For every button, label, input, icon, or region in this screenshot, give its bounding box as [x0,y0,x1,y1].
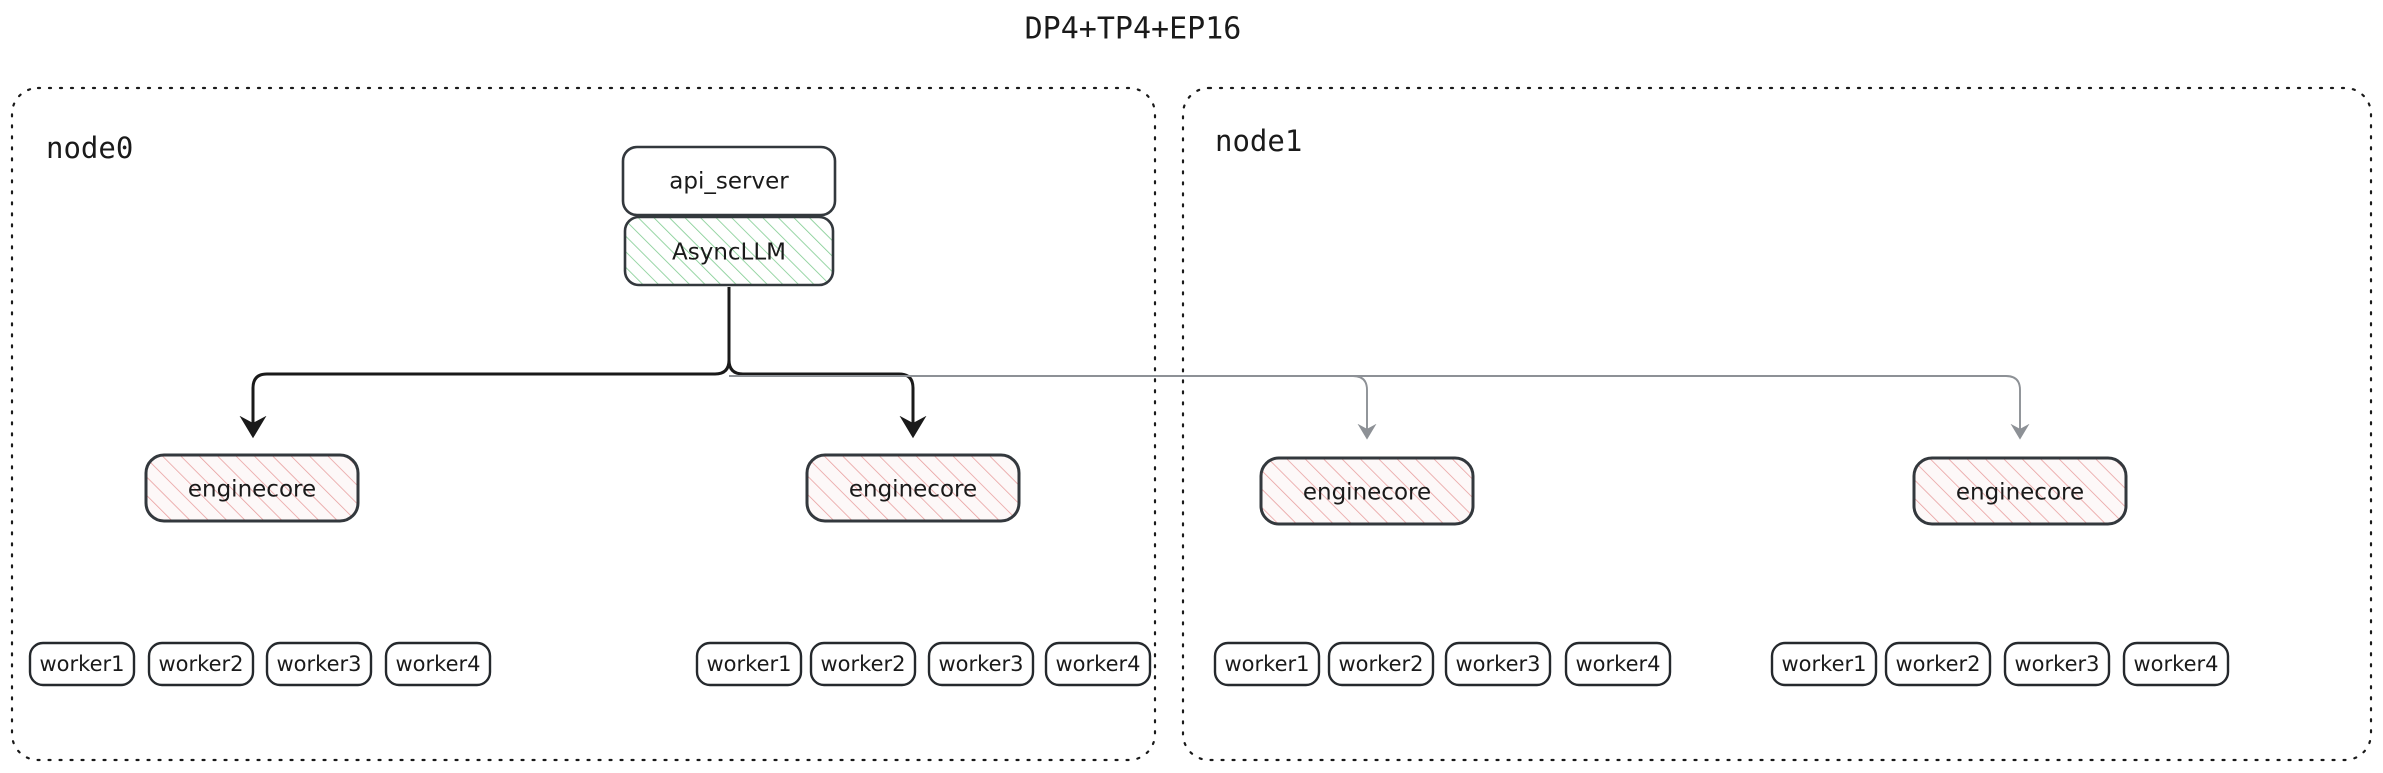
node0-container [10,86,1157,762]
node1-enginecore-0-label: enginecore [1303,480,1431,506]
api-server-box[interactable] [621,145,837,217]
node1-ec0-worker-1-label: worker1 [1225,652,1310,676]
node0-ec0-worker-3-label: worker3 [277,652,362,676]
node1-ec0-worker-2-label: worker2 [1339,652,1424,676]
node0-ec0-worker-4-label: worker4 [396,652,481,676]
node1-ec0-worker-4-box[interactable] [1564,641,1672,687]
node0-ec0-worker-4-box[interactable] [384,641,492,687]
node0-ec1-worker-1-label: worker1 [707,652,792,676]
edge-asyncllm-to-node0-enginecore-1 [727,359,927,439]
node0-enginecore-0-label: enginecore [188,477,316,503]
node0-ec1-worker-2-label: worker2 [821,652,906,676]
node0-enginecore-1-box[interactable] [805,453,1021,523]
node1-ec1-worker-2-box[interactable] [1884,641,1992,687]
page-title: DP4+TP4+EP16 [1025,12,1242,47]
node0-enginecore-0-box[interactable] [144,453,360,523]
node1-enginecore-1-label: enginecore [1956,480,2084,506]
edge-asyncllm-to-node0-enginecore-0 [239,359,731,439]
node1-ec0-worker-4-label: worker4 [1576,652,1661,676]
node0-ec1-worker-3-box[interactable] [927,641,1035,687]
node0-ec1-worker-2-box[interactable] [809,641,917,687]
node1-ec0-worker-3-label: worker3 [1456,652,1541,676]
node0-ec1-worker-3-label: worker3 [939,652,1024,676]
node0-label: node0 [46,131,133,165]
node1-ec1-worker-1-label: worker1 [1782,652,1867,676]
api-server-label: api_server [669,169,789,195]
async-llm-label: AsyncLLM [672,240,786,266]
node1-label: node1 [1215,124,1302,158]
node1-ec1-worker-2-label: worker2 [1896,652,1981,676]
node0-ec0-worker-1-label: worker1 [40,652,125,676]
node1-ec1-worker-1-box[interactable] [1770,641,1878,687]
node0-enginecore-1-label: enginecore [849,477,977,503]
node1-ec1-worker-4-label: worker4 [2134,652,2219,676]
node0-ec1-worker-1-box[interactable] [695,641,803,687]
node0-ec1-worker-4-box[interactable] [1044,641,1152,687]
node0-ec0-worker-2-label: worker2 [159,652,244,676]
node1-enginecore-1-box[interactable] [1912,456,2128,526]
node1-enginecore-0-box[interactable] [1259,456,1475,526]
node1-ec1-worker-3-label: worker3 [2015,652,2100,676]
node0-ec0-worker-3-box[interactable] [265,641,373,687]
node0-ec1-worker-4-label: worker4 [1056,652,1141,676]
edge-asyncllm-to-node1-enginecore-0 [729,375,1377,440]
async-llm-box[interactable] [623,215,835,287]
node1-ec1-worker-3-box[interactable] [2003,641,2111,687]
node1-ec0-worker-3-box[interactable] [1444,641,1552,687]
node1-ec1-worker-4-box[interactable] [2122,641,2230,687]
node1-ec0-worker-2-box[interactable] [1327,641,1435,687]
node1-ec0-worker-1-box[interactable] [1213,641,1321,687]
node1-container [1181,86,2373,762]
edge-asyncllm-to-node1-enginecore-1 [729,375,2030,440]
node0-ec0-worker-1-box[interactable] [28,641,136,687]
node0-ec0-worker-2-box[interactable] [147,641,255,687]
